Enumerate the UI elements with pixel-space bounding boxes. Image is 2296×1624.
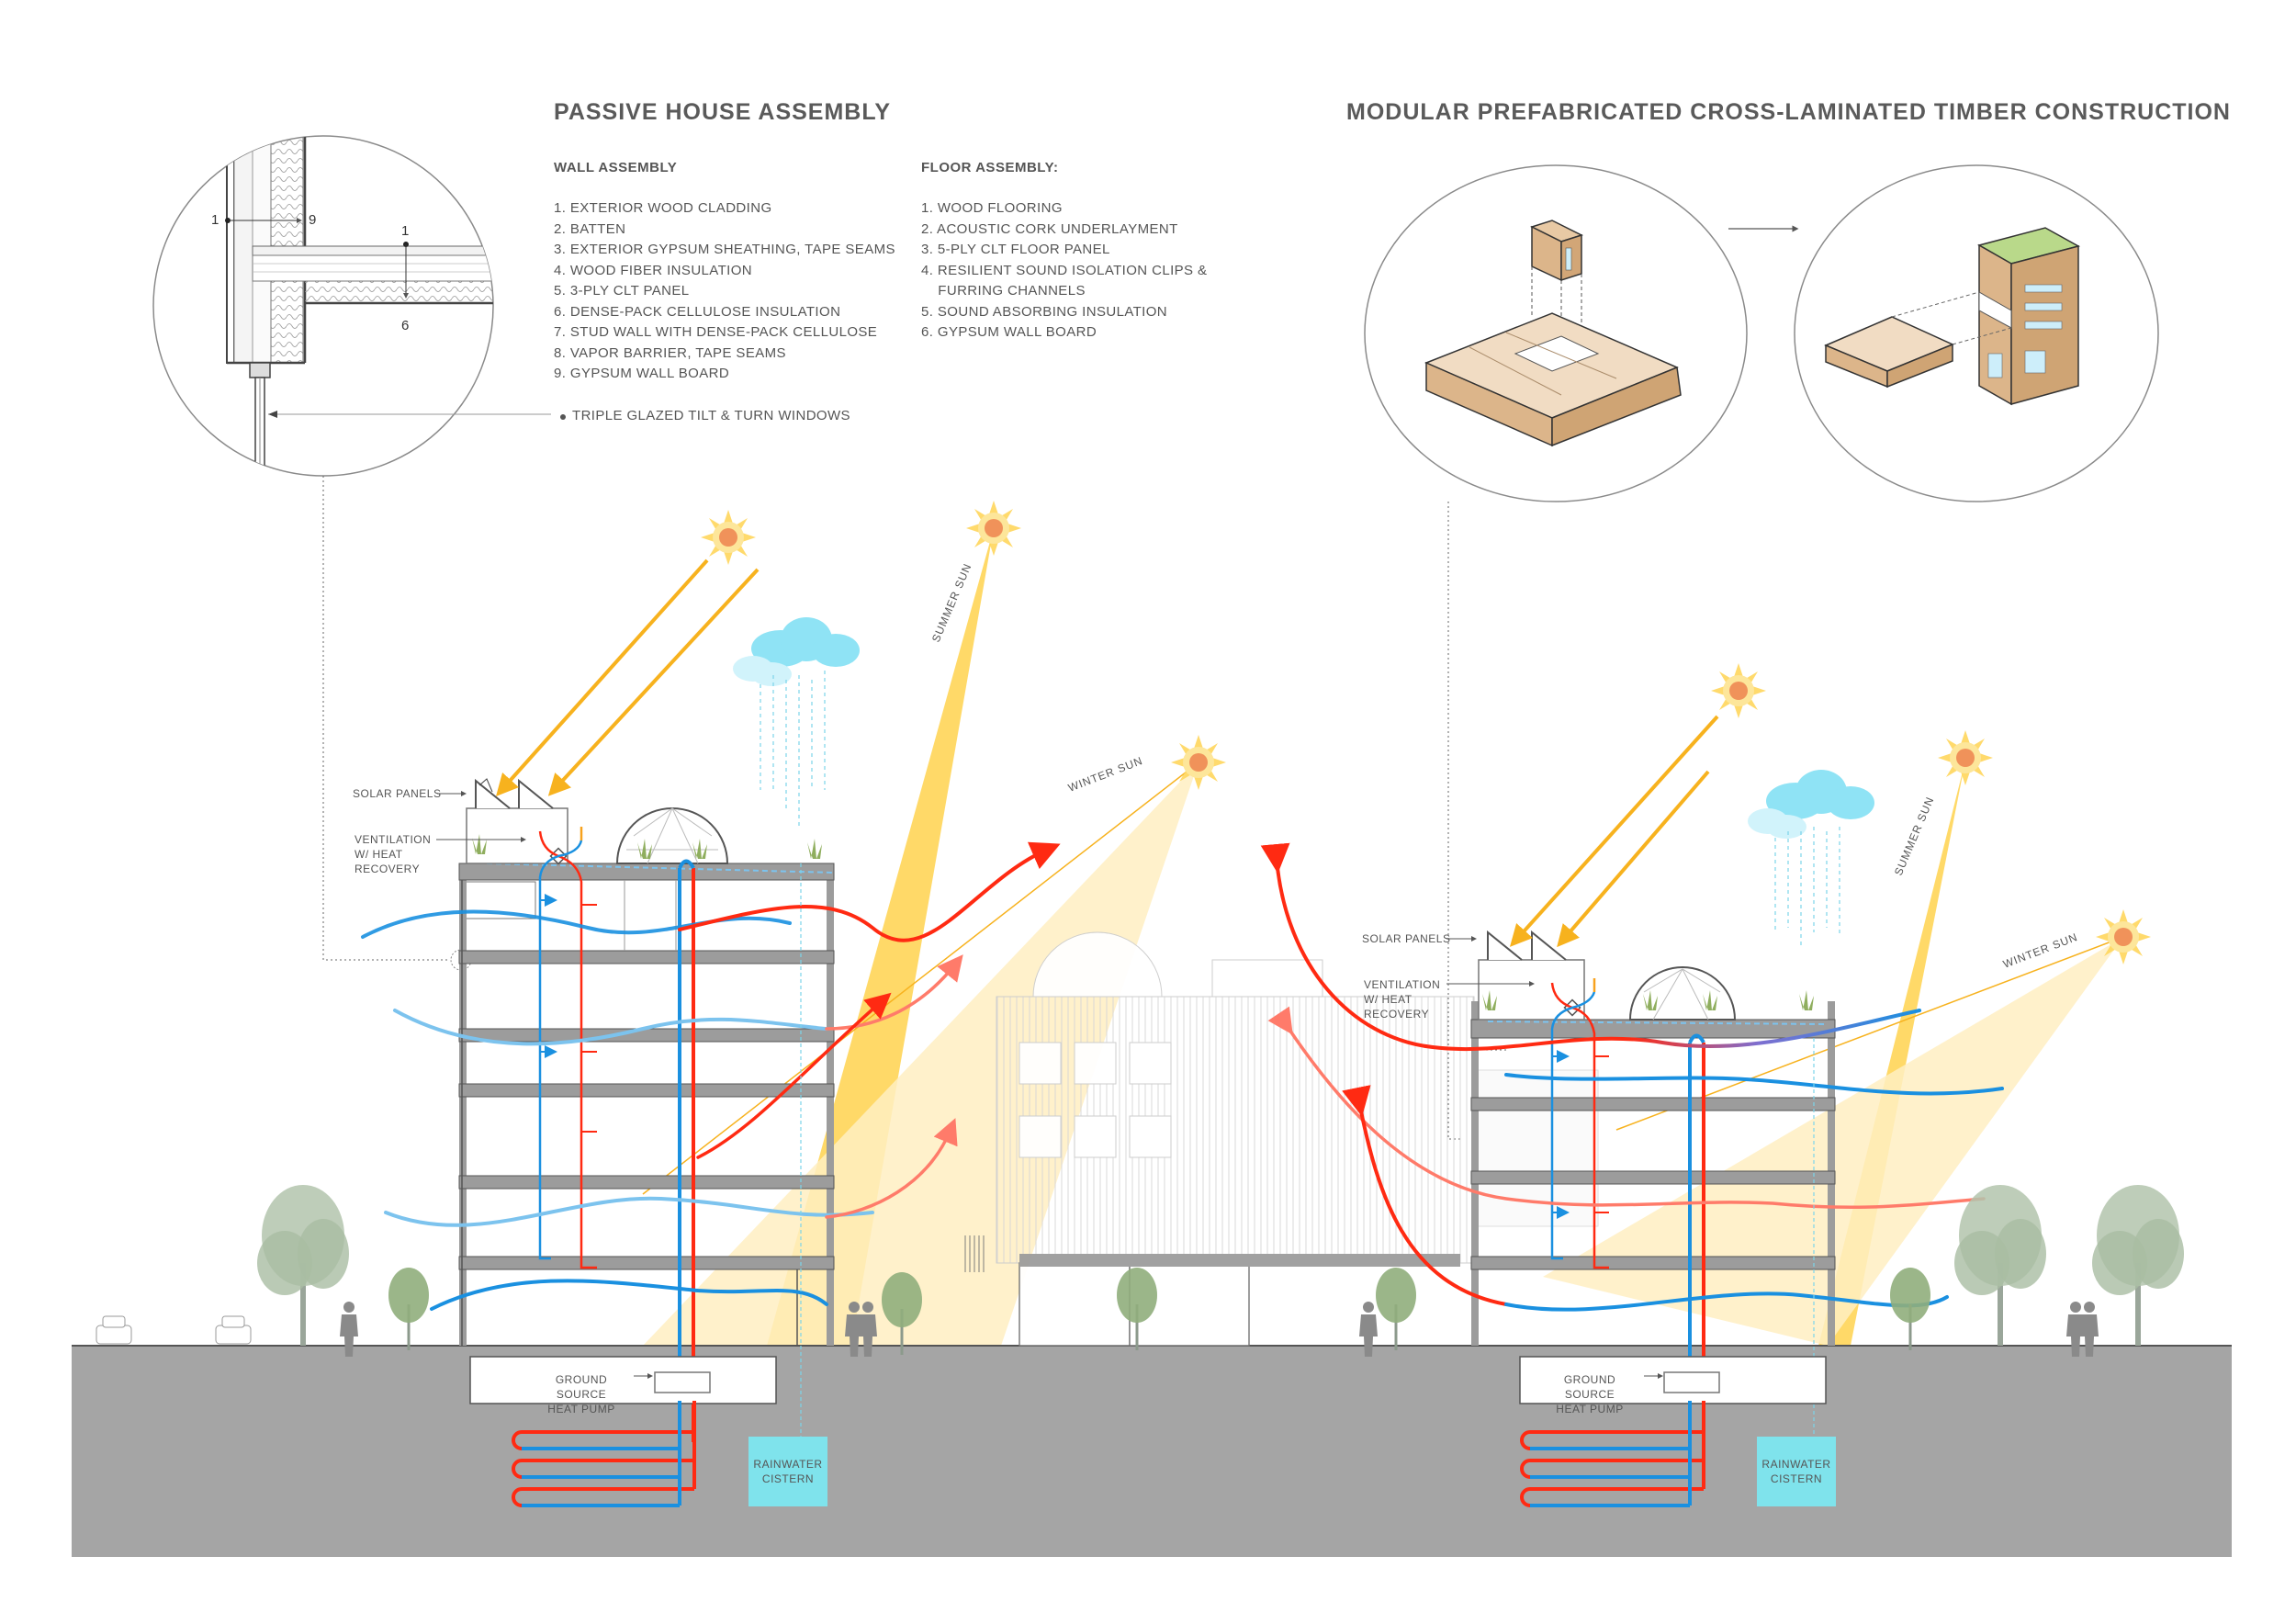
ground-source-box-right	[1519, 1356, 1827, 1404]
cloud-icon	[1748, 770, 1874, 839]
wall-floor-detail-circle: 1 9 1 6	[152, 135, 551, 477]
modular-assembly-circle-left	[1364, 164, 1748, 502]
tree-icon	[388, 1268, 429, 1350]
tree-icon	[1376, 1268, 1416, 1350]
ventilation-line: W/ HEAT	[355, 848, 403, 861]
wall-assembly-item: 1. EXTERIOR WOOD CLADDING	[554, 200, 772, 216]
cistern-line: RAINWATER	[753, 1458, 823, 1471]
ground-source-box-left	[469, 1356, 777, 1404]
winter-sun-label-left: WINTER SUN	[1066, 754, 1144, 795]
gshp-line: HEAT PUMP	[1556, 1403, 1624, 1415]
rainwater-cistern-left	[748, 1437, 827, 1506]
car-icon	[215, 1315, 252, 1345]
rainwater-cistern-label-right: RAINWATER CISTERN	[1757, 1457, 1836, 1486]
car-icon	[96, 1315, 132, 1345]
sun-icon	[966, 501, 1021, 556]
ventilation-line: RECOVERY	[1364, 1008, 1430, 1021]
floor-assembly-item: 6. GYPSUM WALL BOARD	[921, 324, 1097, 340]
summer-sun-beam-left	[767, 528, 994, 1346]
floor-assembly-item: 1. WOOD FLOORING	[921, 200, 1063, 216]
ventilation-line: RECOVERY	[355, 863, 421, 875]
wall-assembly-heading: WALL ASSEMBLY	[554, 160, 678, 175]
wall-assembly-item: 2. BATTEN	[554, 220, 626, 237]
cloud-icon	[733, 617, 860, 686]
detail-leader-line	[322, 476, 450, 961]
floor-assembly-item: 5. SOUND ABSORBING INSULATION	[921, 303, 1168, 320]
ventilation-line: VENTILATION	[355, 833, 432, 846]
wall-assembly-item: 8. VAPOR BARRIER, TAPE SEAMS	[554, 344, 786, 361]
ventilation-label-right: VENTILATION W/ HEAT RECOVERY	[1364, 977, 1440, 1021]
sun-icon	[1171, 735, 1226, 790]
sun-icon	[1711, 663, 1766, 718]
winter-sun-beam-left	[643, 762, 1199, 1346]
wall-assembly-item: 5. 3-PLY CLT PANEL	[554, 283, 690, 299]
summer-sun-label-right: SUMMER SUN	[1892, 795, 1937, 877]
callout-floor-start: 1	[401, 223, 409, 239]
wall-assembly-item: 9. GYPSUM WALL BOARD	[554, 366, 730, 381]
floor-assembly-item: 2. ACOUSTIC CORK UNDERLAYMENT	[921, 220, 1178, 237]
passive-house-title: PASSIVE HOUSE ASSEMBLY	[554, 99, 891, 125]
wall-assembly-list: 1. EXTERIOR WOOD CLADDING 2. BATTEN 3. E…	[554, 198, 895, 385]
tree-icon	[1954, 1185, 2046, 1346]
gshp-line: HEAT PUMP	[547, 1403, 615, 1415]
tree-icon	[257, 1185, 349, 1346]
gshp-line: GROUND SOURCE	[1563, 1373, 1616, 1401]
gshp-line: GROUND SOURCE	[555, 1373, 608, 1401]
callout-wall-end: 9	[309, 212, 316, 228]
rainwater-cistern-right	[1757, 1437, 1836, 1506]
cistern-line: CISTERN	[1770, 1472, 1823, 1485]
ground-source-heat-pump-label-right: GROUND SOURCE HEAT PUMP	[1539, 1372, 1640, 1416]
wall-assembly-item: 6. DENSE-PACK CELLULOSE INSULATION	[554, 303, 841, 320]
weather-elements	[495, 501, 2151, 1474]
sun-icon	[1938, 730, 1993, 785]
modular-construction-title: MODULAR PREFABRICATED CROSS-LAMINATED TI…	[1346, 99, 2231, 125]
sun-icon	[701, 510, 756, 565]
ventilation-line: W/ HEAT	[1364, 993, 1412, 1006]
cistern-line: CISTERN	[761, 1472, 815, 1485]
sun-icon	[2096, 909, 2151, 964]
streetscape	[96, 1185, 2184, 1357]
ground-section	[72, 1346, 2232, 1557]
rainwater-cistern-label-left: RAINWATER CISTERN	[748, 1457, 827, 1486]
ground-source-heat-pump-label-left: GROUND SOURCE HEAT PUMP	[531, 1372, 632, 1416]
left-building-section	[458, 778, 835, 1442]
right-building-section	[1470, 930, 1836, 1442]
window-note: TRIPLE GLAZED TILT & TURN WINDOWS	[572, 408, 850, 423]
ventilation-line: VENTILATION	[1364, 978, 1441, 991]
callout-wall-start: 1	[211, 212, 219, 228]
floor-assembly-item: FURRING CHANNELS	[921, 283, 1086, 299]
winter-sun-label-right: WINTER SUN	[2001, 930, 2079, 971]
wall-assembly-item: 4. WOOD FIBER INSULATION	[554, 262, 753, 278]
tree-icon	[1890, 1268, 1930, 1350]
air-flow-paths	[361, 841, 2004, 1312]
ventilation-label-left: VENTILATION W/ HEAT RECOVERY	[355, 832, 431, 876]
cistern-line: RAINWATER	[1761, 1458, 1831, 1471]
callout-floor-end: 6	[401, 318, 409, 333]
floor-assembly-item: 4. RESILIENT SOUND ISOLATION CLIPS &	[921, 262, 1208, 278]
modular-assembly-circle-right	[1794, 164, 2159, 502]
tree-icon	[2092, 1185, 2184, 1346]
floor-assembly-heading: FLOOR ASSEMBLY:	[921, 160, 1059, 175]
wall-assembly-item: 7. STUD WALL WITH DENSE-PACK CELLULOSE	[554, 324, 878, 340]
wall-assembly-item: 3. EXTERIOR GYPSUM SHEATHING, TAPE SEAMS	[554, 242, 895, 257]
floor-assembly-item: 3. 5-PLY CLT FLOOR PANEL	[921, 242, 1110, 257]
floor-assembly-list: 1. WOOD FLOORING 2. ACOUSTIC CORK UNDERL…	[921, 198, 1207, 344]
solar-panels-label-left: SOLAR PANELS	[353, 787, 442, 800]
solar-panels-label-right: SOLAR PANELS	[1362, 932, 1451, 945]
underground-systems	[469, 1356, 1836, 1507]
window-note-bullet	[560, 414, 566, 420]
